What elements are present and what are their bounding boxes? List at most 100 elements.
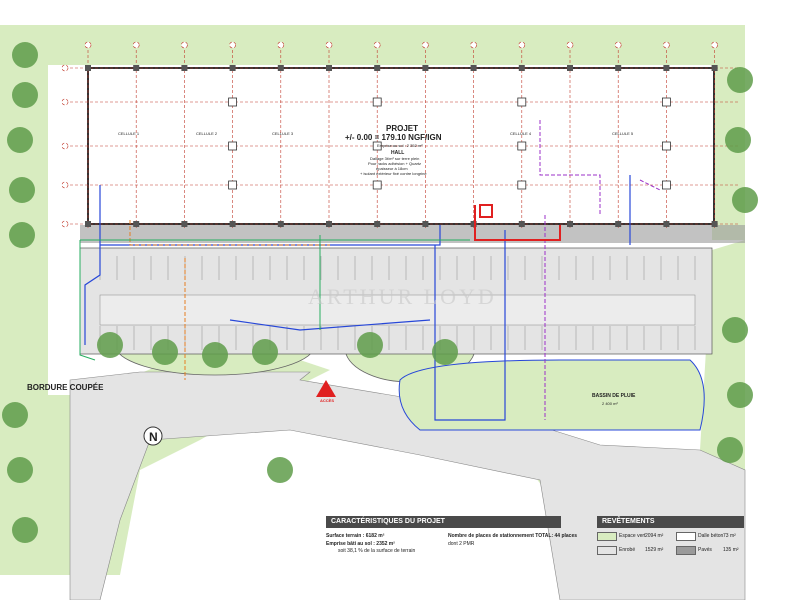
pillar: [85, 221, 91, 227]
storm-network: [539, 120, 661, 420]
hall-label: HALL: [391, 150, 405, 156]
grid-axis-marker: [470, 41, 477, 49]
covering-label: Dalle béton: [698, 533, 724, 539]
tree-icon: [357, 332, 383, 358]
tree-icon: [12, 82, 38, 108]
land-area: Surface terrain : 6182 m²: [326, 533, 385, 539]
grid-axis-marker: [711, 41, 718, 49]
tree-icon: [97, 332, 123, 358]
pillar: [228, 141, 238, 151]
cell-label: CELLULE 1: [118, 131, 140, 136]
tree-icon: [727, 67, 753, 93]
pillar: [372, 141, 382, 151]
border-label: BORDURE COUPÉE: [27, 383, 104, 392]
tree-icon: [727, 382, 753, 408]
footprint-area: Emprise bâti au sol : 2352 m²: [326, 541, 395, 547]
pillar: [567, 65, 573, 71]
grid-axis-marker: [277, 41, 285, 49]
pillar: [181, 65, 188, 71]
grid-axis-marker: [373, 41, 381, 49]
grid-axis-marker: [614, 41, 622, 49]
pillar: [711, 221, 718, 227]
watermark: ARTHUR LOYD: [308, 284, 497, 309]
tree-icon: [7, 127, 33, 153]
grid-axis-marker: [663, 41, 670, 49]
tree-icon: [9, 222, 35, 248]
covering-label: Pavés: [698, 547, 712, 553]
tree-icon: [152, 339, 178, 365]
pillar: [711, 65, 718, 71]
grid-axis-marker: [61, 142, 69, 150]
cell-label: CELLULE 5: [612, 131, 634, 136]
project-title: PROJET: [386, 124, 419, 133]
pillar: [372, 180, 382, 190]
pillar: [615, 221, 622, 227]
cell-label: CELLULE 3: [272, 131, 294, 136]
green-space-north: [48, 25, 745, 65]
north-arrow-icon: N: [143, 426, 163, 446]
pillar: [133, 65, 140, 71]
pillar: [517, 141, 527, 151]
paved-strip: [80, 225, 745, 243]
grid-axis-marker: [61, 98, 69, 106]
pillar: [422, 221, 429, 227]
pillar: [662, 180, 671, 190]
tree-icon: [12, 517, 38, 543]
footprint-percentage: soit 38,1 % de la surface de terrain: [338, 548, 416, 554]
grid-axis-marker: [518, 41, 526, 49]
tree-icon: [432, 339, 458, 365]
access-arrow: [316, 380, 336, 397]
pillar: [663, 221, 670, 227]
pillar: [372, 97, 382, 107]
grid-axis-marker: [132, 41, 140, 49]
pillar: [517, 97, 527, 107]
cell-label: CELLULE 4: [510, 131, 532, 136]
pillar: [228, 180, 238, 190]
pillar: [85, 65, 91, 71]
tree-icon: [732, 187, 758, 213]
covering-label: Espace vert: [619, 533, 646, 539]
grid-axis-marker: [84, 41, 92, 49]
pillar: [374, 65, 381, 71]
pillar: [615, 65, 622, 71]
pillar: [229, 65, 236, 71]
tree-icon: [267, 457, 293, 483]
hall-note: Pour racks adhésion + Quartz: [368, 161, 422, 166]
grid-axis-marker: [422, 41, 429, 49]
grid-axis-marker: [61, 64, 69, 72]
hall-note: Dallage 3t/m² sur terre plein: [370, 156, 420, 161]
grid-axis-marker: [61, 181, 69, 189]
pillar: [277, 221, 284, 227]
pillar: [326, 221, 332, 227]
covering-value: 2094 m²: [645, 533, 664, 539]
pillar: [662, 97, 671, 107]
pillar: [422, 65, 429, 71]
pillar: [229, 221, 236, 227]
covering-swatch: [597, 546, 617, 555]
pillar: [470, 65, 477, 71]
covering-swatch: [676, 532, 696, 541]
project-elevation: +/- 0.00 = 179.10 NGF/IGN: [345, 133, 442, 142]
green-network: [79, 235, 470, 361]
pillar: [181, 221, 188, 227]
tree-icon: [202, 342, 228, 368]
parking-total: Nombre de places de stationnement TOTAL:…: [448, 533, 578, 539]
pillar: [518, 65, 525, 71]
cell-label: CELLULE 2: [196, 131, 218, 136]
access-label: ACCÈS: [320, 398, 335, 403]
pillar: [663, 65, 670, 71]
fire-network: [474, 204, 561, 241]
basin-label: BASSIN DE PLUIE: [592, 393, 636, 399]
grid-axis-marker: [325, 41, 333, 49]
covering-swatch: [597, 532, 617, 541]
pillar: [662, 141, 671, 151]
svg-text:N: N: [149, 430, 158, 444]
covering-swatch: [676, 546, 696, 555]
tree-icon: [2, 402, 28, 428]
tree-icon: [12, 42, 38, 68]
pillar: [517, 180, 527, 190]
pillar: [277, 65, 284, 71]
tree-icon: [7, 457, 33, 483]
grid-axis-marker: [61, 220, 69, 228]
